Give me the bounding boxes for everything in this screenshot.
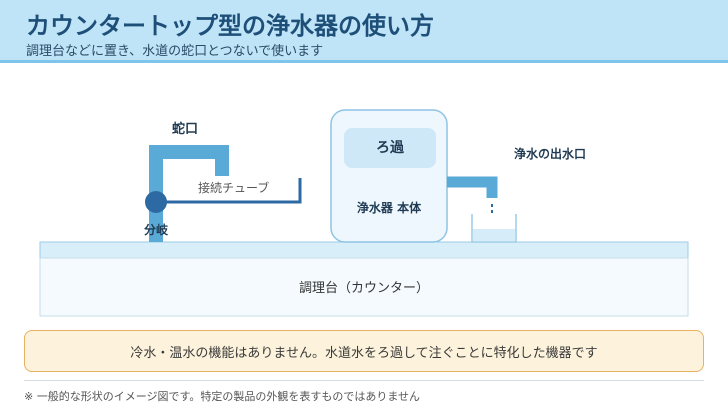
footnote: ※ 一般的な形状のイメージ図です。特定の製品の外観を表すものではありません xyxy=(24,390,421,403)
header-band xyxy=(0,0,728,60)
header-underline xyxy=(0,60,728,63)
outlet-spout xyxy=(447,176,498,198)
faucet-label: 蛇口 xyxy=(172,122,199,137)
connecting-tube xyxy=(164,178,302,204)
note-text: 冷水・温水の機能はありません。水道水をろ過して注ぐことに特化した機器です xyxy=(130,345,598,361)
counter-top-edge xyxy=(39,241,689,259)
branch-node xyxy=(145,191,167,213)
filter-label: ろ過 xyxy=(376,140,404,156)
purifier-body-label: 浄水器 本体 xyxy=(356,201,422,215)
footnote-divider xyxy=(24,380,704,381)
tube-label: 接続チューブ xyxy=(198,181,270,195)
purifier-diagram xyxy=(39,109,689,317)
counter-body xyxy=(39,257,689,317)
note-box: 冷水・温水の機能はありません。水道水をろ過して注ぐことに特化した機器です xyxy=(24,330,704,372)
branch-label: 分岐 xyxy=(144,223,169,237)
glass-water xyxy=(473,229,515,241)
outlet-label: 浄水の出水口 xyxy=(514,147,587,161)
filter-cartridge xyxy=(344,128,436,168)
counter-label: 調理台（カウンター） xyxy=(298,281,429,296)
page-title: カウンタートップ型の浄水器の使い方 xyxy=(26,12,434,40)
page-subtitle: 調理台などに置き、水道の蛇口とつないで使います xyxy=(26,44,324,59)
